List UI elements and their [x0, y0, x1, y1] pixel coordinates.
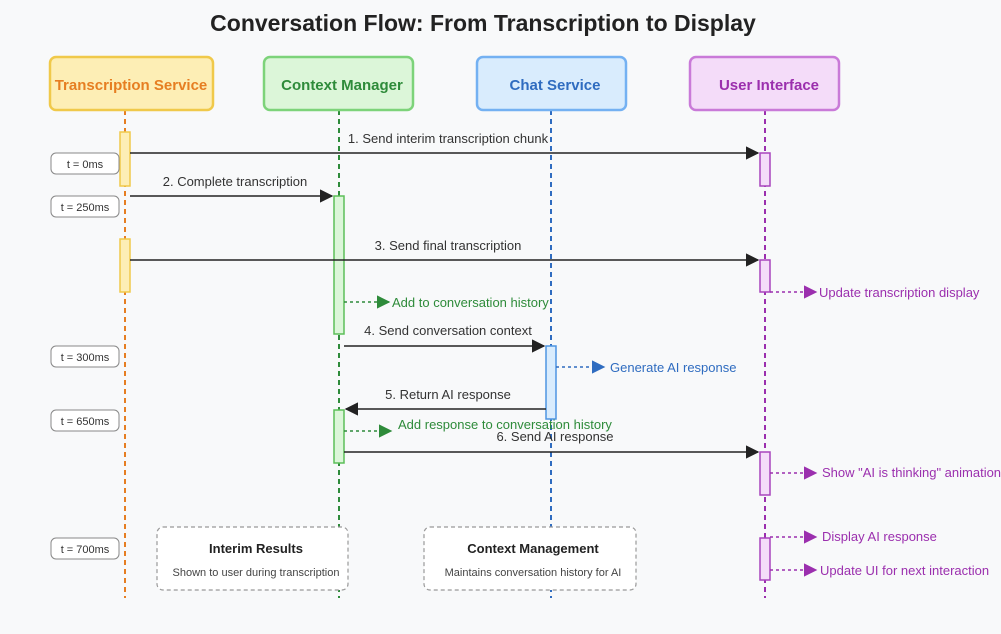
participant-label: Transcription Service — [55, 77, 208, 94]
note-add-history: Add to conversation history — [392, 295, 549, 310]
activation-ui-3 — [759, 451, 771, 496]
diagram-title: Conversation Flow: From Transcription to… — [210, 10, 756, 36]
info-box-text: Shown to user during transcription — [173, 567, 340, 579]
message-label-4: 4. Send conversation context — [364, 323, 532, 338]
note-thinking: Show "AI is thinking" animation — [822, 465, 1001, 480]
svg-text:t = 0ms: t = 0ms — [67, 159, 104, 171]
participant-label: User Interface — [719, 77, 819, 94]
participant-user-interface: User Interface — [688, 55, 841, 112]
svg-text:t = 300ms: t = 300ms — [61, 352, 110, 364]
note-display-ai: Display AI response — [822, 529, 937, 544]
message-label-2: 2. Complete transcription — [163, 174, 308, 189]
message-label-5: 5. Return AI response — [385, 387, 511, 402]
info-box-title: Interim Results — [209, 541, 303, 556]
message-label-3: 3. Send final transcription — [375, 238, 522, 253]
timestamp-650ms: t = 650ms — [50, 409, 120, 432]
info-box-title: Context Management — [467, 541, 599, 556]
activation-chat — [545, 345, 557, 420]
message-label-1: 1. Send interim transcription chunk — [348, 131, 549, 146]
participant-transcription-service: Transcription Service — [48, 55, 215, 112]
info-box-text: Maintains conversation history for AI — [445, 567, 622, 579]
svg-text:t = 650ms: t = 650ms — [61, 416, 110, 428]
svg-text:t = 250ms: t = 250ms — [61, 202, 110, 214]
participant-label: Context Manager — [281, 77, 403, 94]
participant-chat-service: Chat Service — [475, 55, 628, 112]
note-generate: Generate AI response — [610, 360, 736, 375]
activation-context-2 — [333, 409, 345, 464]
participant-context-manager: Context Manager — [262, 55, 415, 112]
activation-transcription-1 — [119, 131, 131, 187]
activation-context-1 — [333, 195, 345, 335]
note-update-ui: Update UI for next interaction — [820, 563, 989, 578]
timestamp-250ms: t = 250ms — [50, 195, 120, 218]
info-box-context-management: Context Management Maintains conversatio… — [423, 526, 637, 591]
info-box-interim-results: Interim Results Shown to user during tra… — [156, 526, 349, 591]
activation-ui-1 — [759, 152, 771, 187]
timestamp-700ms: t = 700ms — [50, 537, 120, 560]
activation-ui-4 — [759, 537, 771, 581]
timestamp-300ms: t = 300ms — [50, 345, 120, 368]
activation-ui-2 — [759, 259, 771, 293]
activation-transcription-2 — [119, 238, 131, 293]
message-label-6: 6. Send AI response — [496, 429, 613, 444]
svg-text:t = 700ms: t = 700ms — [61, 544, 110, 556]
participant-label: Chat Service — [510, 77, 601, 94]
timestamp-0ms: t = 0ms — [50, 152, 120, 175]
note-update-display: Update transcription display — [819, 285, 980, 300]
note-add-response: Add response to conversation history — [398, 417, 612, 432]
